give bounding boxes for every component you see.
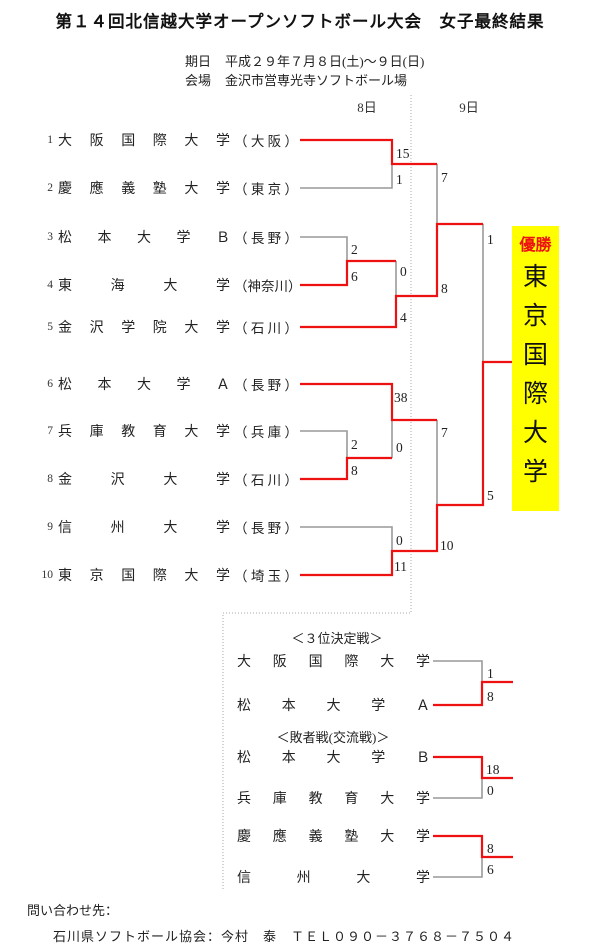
score-m34-bottom: 6 bbox=[351, 269, 358, 284]
score-sf2-bottom: 10 bbox=[440, 538, 454, 553]
team-name: 大阪国際大学 bbox=[58, 134, 230, 149]
team-prefecture: （長野） bbox=[234, 231, 298, 246]
team-prefecture: （石川） bbox=[234, 473, 298, 488]
seed-number: 3 bbox=[47, 231, 53, 243]
team-prefecture: （長野） bbox=[234, 378, 298, 393]
team-name: 東海大学 bbox=[58, 279, 230, 294]
loser-lines bbox=[300, 164, 484, 878]
score-cons1-bottom: 0 bbox=[487, 783, 494, 798]
day-divider-dotted-line bbox=[222, 95, 412, 891]
score-cons2-bottom: 6 bbox=[487, 862, 494, 877]
seed-number: 2 bbox=[47, 182, 53, 194]
team-name: 金沢大学 bbox=[58, 473, 230, 488]
seed-number: 8 bbox=[47, 473, 53, 485]
score-sf1-top: 7 bbox=[441, 170, 448, 185]
team-row-2: 2 慶應義塾大学 （東京） bbox=[38, 178, 300, 198]
seed-number: 4 bbox=[47, 279, 53, 291]
contact-detail: 石川県ソフトボール協会：今村 泰 ＴＥＬ０９０－３７６８－７５０４ bbox=[53, 929, 516, 943]
score-m12-bottom: 1 bbox=[396, 172, 403, 187]
date-value: 平成２９年７月８日(土)～９日(日) bbox=[225, 54, 425, 69]
venue-label: 会場 bbox=[185, 73, 212, 88]
team-prefecture: （兵庫） bbox=[234, 425, 298, 440]
score-mq1-top: 0 bbox=[400, 264, 407, 279]
third-place-title: ＜３位決定戦＞ bbox=[291, 631, 383, 646]
date-label: 期日 bbox=[185, 54, 212, 69]
team-prefecture: （石川） bbox=[234, 321, 298, 336]
score-m910-bottom: 11 bbox=[394, 559, 407, 574]
team-prefecture: （大阪） bbox=[234, 134, 298, 149]
team-name: 慶應義塾大学 bbox=[58, 182, 230, 197]
champion-label: 優勝 bbox=[519, 237, 552, 254]
consolation2-team-bottom: 信州大学 bbox=[237, 871, 430, 886]
score-m78-bottom: 8 bbox=[351, 463, 358, 478]
team-row-7: 7 兵庫教育大学 （兵庫） bbox=[38, 421, 300, 441]
event-venue-row: 会場金沢市営専光寺ソフトボール場 bbox=[185, 71, 424, 90]
score-final-top: 1 bbox=[487, 232, 494, 247]
consolation1-team-bottom: 兵庫教育大学 bbox=[237, 792, 430, 807]
score-mq1-bottom: 4 bbox=[400, 310, 407, 325]
consolation2-team-top: 慶應義塾大学 bbox=[237, 830, 430, 845]
seed-number: 7 bbox=[47, 425, 53, 437]
score-m34-top: 2 bbox=[351, 242, 358, 257]
team-name: 金沢学院大学 bbox=[58, 321, 230, 336]
team-row-4: 4 東海大学 （神奈川） bbox=[38, 275, 302, 295]
day1-column-label: 8日 bbox=[357, 100, 377, 115]
team-name: 東京国際大学 bbox=[58, 569, 230, 584]
score-cons2-top: 8 bbox=[487, 841, 494, 856]
score-sf1-bottom: 8 bbox=[441, 281, 448, 296]
team-prefecture: （神奈川） bbox=[234, 279, 302, 294]
team-prefecture: （埼玉） bbox=[234, 569, 298, 584]
score-labels: 15 1 2 6 0 4 7 8 38 0 2 8 0 11 7 10 1 5 … bbox=[351, 146, 500, 877]
seed-number: 10 bbox=[41, 569, 54, 581]
score-m910-top: 0 bbox=[396, 533, 403, 548]
score-cons1-top: 18 bbox=[486, 762, 500, 777]
page-title: 第１４回北信越大学オープンソフトボール大会 女子最終結果 bbox=[55, 12, 545, 31]
seed-number: 9 bbox=[47, 521, 53, 533]
champion-name: 東京国際大学 bbox=[522, 264, 548, 486]
score-final-bottom: 5 bbox=[487, 488, 494, 503]
score-m12-top: 15 bbox=[396, 146, 410, 161]
score-mA-top: 38 bbox=[394, 390, 408, 405]
contact-heading: 問い合わせ先： bbox=[27, 903, 119, 918]
day2-column-label: 9日 bbox=[459, 100, 479, 115]
team-row-1: 1 大阪国際大学 （大阪） bbox=[38, 130, 300, 150]
score-m78-top: 2 bbox=[351, 437, 358, 452]
venue-value: 金沢市営専光寺ソフトボール場 bbox=[225, 73, 408, 88]
team-row-9: 9 信州大学 （長野） bbox=[38, 517, 300, 537]
seed-number: 5 bbox=[47, 321, 53, 333]
champion-box: 優勝 東京国際大学 bbox=[512, 226, 559, 511]
event-meta: 期日平成２９年７月８日(土)～９日(日) 会場金沢市営専光寺ソフトボール場 bbox=[185, 52, 424, 90]
team-name: 信州大学 bbox=[58, 521, 230, 536]
third-place-team-top: 大阪国際大学 bbox=[237, 655, 430, 670]
winner-lines bbox=[300, 138, 513, 859]
score-3rd-top: 1 bbox=[487, 666, 494, 681]
team-row-5: 5 金沢学院大学 （石川） bbox=[38, 317, 300, 337]
score-3rd-bottom: 8 bbox=[487, 689, 494, 704]
team-prefecture: （長野） bbox=[234, 521, 298, 536]
team-prefecture: （東京） bbox=[234, 182, 298, 197]
team-row-10: 10 東京国際大学 （埼玉） bbox=[38, 565, 300, 585]
score-mA-bottom: 0 bbox=[396, 440, 403, 455]
seed-number: 1 bbox=[47, 134, 53, 146]
team-row-8: 8 金沢大学 （石川） bbox=[38, 469, 300, 489]
seed-number: 6 bbox=[47, 378, 53, 390]
score-sf2-top: 7 bbox=[441, 425, 448, 440]
event-date-row: 期日平成２９年７月８日(土)～９日(日) bbox=[185, 52, 424, 71]
team-name: 兵庫教育大学 bbox=[58, 425, 230, 440]
consolation-title: ＜敗者戦(交流戦)＞ bbox=[276, 730, 390, 745]
